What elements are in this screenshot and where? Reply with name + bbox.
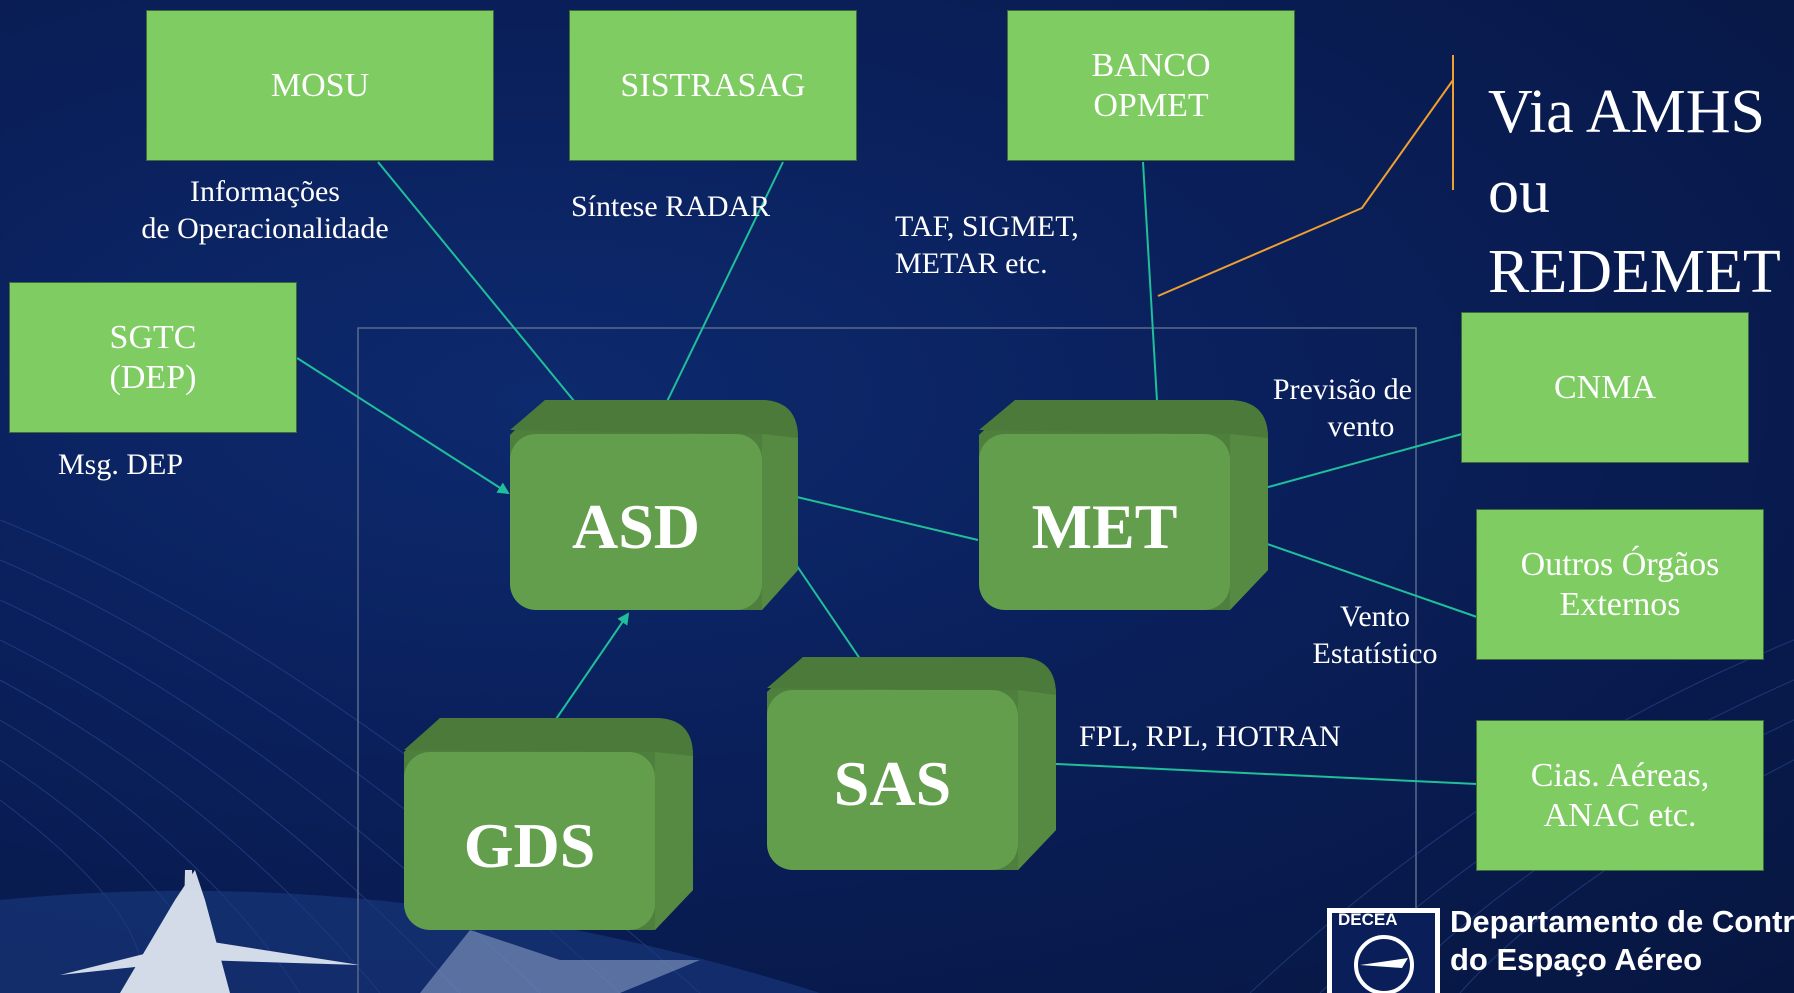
banco-opmet-box: BANCO OPMET xyxy=(1007,10,1295,161)
arrow-outros-met xyxy=(1248,535,1478,618)
gds-label: GDS xyxy=(463,810,596,881)
taf-sigmet-label: TAF, SIGMET, METAR etc. xyxy=(895,208,1079,282)
arrow-sgtc-asd xyxy=(296,357,510,495)
arrow-sistrasag-asd xyxy=(658,161,784,418)
met-cube xyxy=(979,400,1268,610)
system-boundary xyxy=(357,327,1417,993)
vento-estatistico-label: Vento Estatístico xyxy=(1300,598,1450,672)
sintese-radar-label: Síntese RADAR xyxy=(571,190,771,223)
banco-opmet-line1: BANCO xyxy=(1091,46,1211,84)
outros-line2: Externos xyxy=(1559,585,1681,623)
arrow-cias-sas xyxy=(1034,757,1478,785)
info-operacionalidade-label: Informações de Operacionalidade xyxy=(130,173,400,247)
msg-dep-label: Msg. DEP xyxy=(58,448,184,481)
cias-aereas-box: Cias. Aéreas, ANAC etc. xyxy=(1476,720,1764,871)
callout-text: Via AMHS ou REDEMET xyxy=(1488,72,1781,312)
info-line1: Informações xyxy=(190,175,340,208)
callout-line2: ou xyxy=(1488,158,1550,226)
vento-line1: Vento xyxy=(1340,600,1410,633)
arrow-cnma-met xyxy=(1248,433,1463,496)
sgtc-line1: SGTC xyxy=(109,318,197,356)
callout-line1: Via AMHS xyxy=(1488,78,1766,146)
asd-cube xyxy=(510,400,798,610)
sgtc-line2: (DEP) xyxy=(109,358,197,396)
gds-cube xyxy=(404,718,693,930)
arrow-mosu-asd xyxy=(377,161,590,420)
taf-line2: METAR etc. xyxy=(895,247,1048,280)
sas-label: SAS xyxy=(833,748,952,819)
sgtc-box: SGTC (DEP) xyxy=(9,282,297,433)
logo-line2: do Espaço Aéreo xyxy=(1450,942,1703,977)
outros-line1: Outros Órgãos xyxy=(1520,545,1720,583)
sistrasag-box: SISTRASAG xyxy=(569,10,857,161)
previsao-vento-label: Previsão de vento xyxy=(1250,371,1412,445)
callout-line3: REDEMET xyxy=(1488,238,1781,306)
arrow-met-asd xyxy=(778,489,979,541)
arrow-opmet-met xyxy=(1142,161,1164,420)
taf-line1: TAF, SIGMET, xyxy=(895,210,1079,243)
airplane-icon xyxy=(60,870,360,993)
mosu-label: MOSU xyxy=(270,66,370,104)
mosu-box: MOSU xyxy=(146,10,494,161)
logo-badge: DECEA xyxy=(1338,910,1398,929)
banco-opmet-line2: OPMET xyxy=(1093,86,1209,124)
arrow-gds-asd xyxy=(553,612,630,723)
sistrasag-label: SISTRASAG xyxy=(620,66,806,104)
cnma-label: CNMA xyxy=(1553,368,1657,406)
vento-line2: Estatístico xyxy=(1312,637,1438,670)
info-line2: de Operacionalidade xyxy=(141,212,389,245)
cias-line2: ANAC etc. xyxy=(1543,796,1697,834)
sas-cube xyxy=(767,657,1056,870)
previsao-line2: vento xyxy=(1327,410,1395,443)
previsao-line1: Previsão de xyxy=(1272,373,1412,406)
outros-orgaos-box: Outros Órgãos Externos xyxy=(1476,509,1764,660)
met-label: MET xyxy=(1031,491,1178,562)
cnma-box: CNMA xyxy=(1461,312,1749,463)
logo-line1: Departamento de Contro xyxy=(1450,904,1794,939)
asd-label: ASD xyxy=(571,491,701,562)
fpl-rpl-label: FPL, RPL, HOTRAN xyxy=(1079,720,1341,753)
cias-line1: Cias. Aéreas, xyxy=(1530,756,1710,794)
